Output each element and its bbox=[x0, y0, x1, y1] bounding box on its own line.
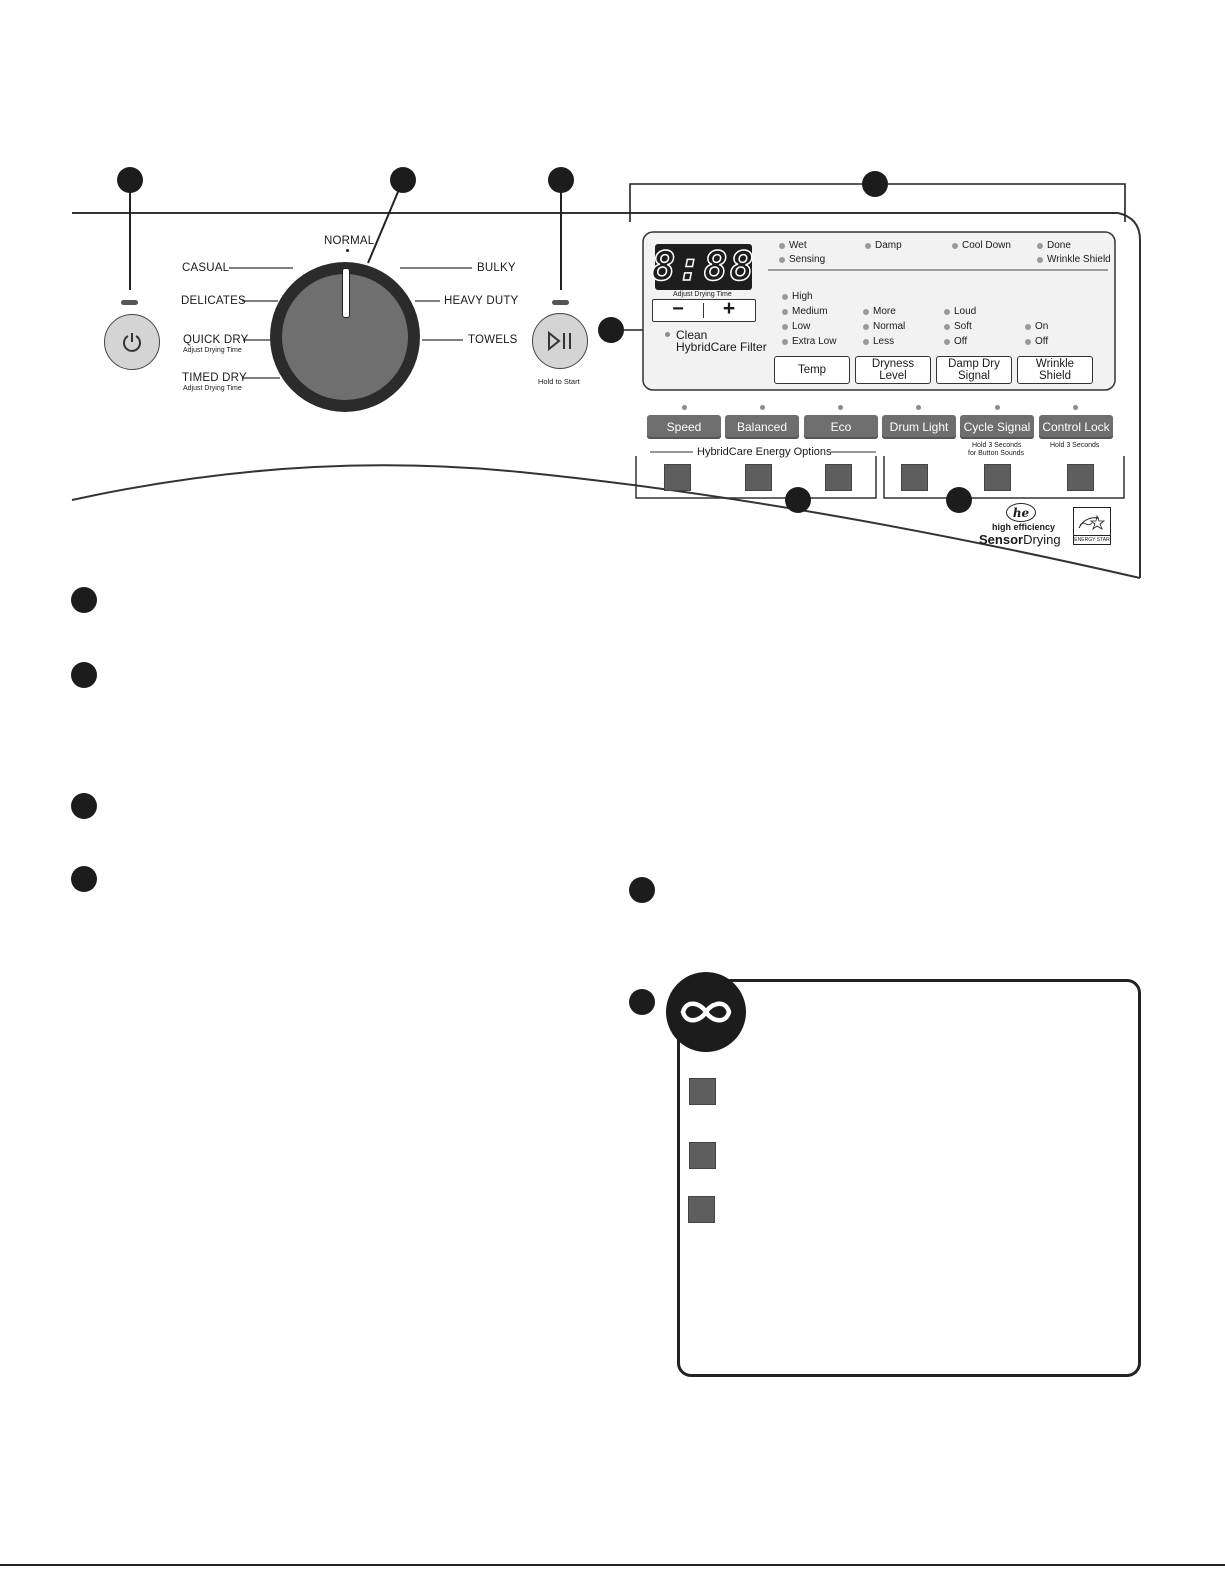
high-efficiency-label: high efficiency bbox=[992, 522, 1056, 532]
dial-label-casual: CASUAL bbox=[182, 262, 230, 274]
cycle-signal-note-1: Hold 3 Seconds bbox=[972, 442, 1022, 449]
dial-label-towels: TOWELS bbox=[468, 334, 518, 346]
legend-callout-6 bbox=[629, 989, 655, 1015]
legend-callout-2 bbox=[71, 662, 97, 688]
adjust-drying-time-label: Adjust Drying Time bbox=[673, 291, 732, 298]
control-lock-key-marker bbox=[1067, 464, 1094, 491]
normal-marker-dot bbox=[346, 249, 349, 252]
status-done: Done bbox=[1047, 240, 1071, 251]
wrinkle-on: On bbox=[1035, 321, 1049, 332]
damp-signal-off: Off bbox=[954, 336, 968, 347]
temp-low: Low bbox=[792, 321, 811, 332]
cycle-signal-button[interactable]: Cycle Signal bbox=[960, 415, 1034, 439]
callout-3-start bbox=[548, 167, 574, 193]
clean-filter-light bbox=[665, 332, 670, 337]
eco-key-marker bbox=[825, 464, 852, 491]
hybridcare-loop-icon bbox=[680, 995, 732, 1023]
dial-label-bulky: BULKY bbox=[477, 262, 516, 274]
dial-label-normal: NORMAL bbox=[324, 235, 375, 247]
cycle-dial[interactable] bbox=[270, 262, 420, 412]
callout-5-clean-filter bbox=[598, 317, 624, 343]
dryness-normal: Normal bbox=[873, 321, 906, 332]
callout-2-cycle-dial bbox=[390, 167, 416, 193]
callout-7-extras bbox=[946, 487, 972, 513]
status-wet: Wet bbox=[789, 240, 807, 251]
temp-button[interactable]: Temp bbox=[774, 356, 850, 384]
dial-label-delicates: DELICATES bbox=[181, 295, 246, 307]
dial-label-heavy-duty: HEAVY DUTY bbox=[444, 295, 519, 307]
damp-signal-loud: Loud bbox=[954, 306, 977, 317]
temp-medium: Medium bbox=[792, 306, 828, 317]
wrinkle-off: Off bbox=[1035, 336, 1049, 347]
dial-label-timed-dry: TIMED DRY bbox=[182, 372, 247, 384]
play-pause-icon bbox=[548, 331, 571, 351]
dryness-less: Less bbox=[873, 336, 895, 347]
hold-to-start-label: Hold to Start bbox=[538, 377, 580, 386]
hybridcare-marker-eco bbox=[688, 1196, 715, 1223]
balanced-button[interactable]: Balanced bbox=[725, 415, 799, 439]
start-pause-button[interactable] bbox=[532, 313, 588, 369]
legend-callout-3 bbox=[71, 793, 97, 819]
speed-button[interactable]: Speed bbox=[647, 415, 721, 439]
power-icon bbox=[123, 333, 141, 352]
power-button[interactable] bbox=[104, 314, 160, 370]
callout-4-display bbox=[862, 171, 888, 197]
dial-sub-quick-dry: Adjust Drying Time bbox=[183, 347, 242, 354]
control-lock-note: Hold 3 Seconds bbox=[1050, 442, 1100, 449]
status-cool-down: Cool Down bbox=[962, 240, 1011, 251]
hybridcare-marker-speed bbox=[689, 1078, 716, 1105]
he-logo: he bbox=[1006, 503, 1036, 522]
status-sensing: Sensing bbox=[789, 254, 826, 265]
dial-label-quick-dry: QUICK DRY bbox=[183, 334, 249, 346]
time-plus-button[interactable]: + bbox=[722, 297, 736, 320]
power-indicator bbox=[121, 300, 138, 305]
time-adjust-control: − + bbox=[652, 297, 756, 322]
damp-signal-soft: Soft bbox=[954, 321, 972, 332]
legend-callout-5 bbox=[629, 877, 655, 903]
energy-options-group-label: HybridCare Energy Options bbox=[697, 446, 832, 458]
time-display: 8:88 bbox=[651, 244, 754, 290]
control-lock-button[interactable]: Control Lock bbox=[1039, 415, 1113, 439]
energy-star-logo: ENERGY STAR bbox=[1073, 507, 1111, 545]
drum-light-key-marker bbox=[901, 464, 928, 491]
hybridcare-badge bbox=[666, 972, 746, 1052]
legend-callout-4 bbox=[71, 866, 97, 892]
time-minus-button[interactable]: − bbox=[672, 298, 684, 320]
status-damp: Damp bbox=[875, 240, 902, 251]
energy-star-text: ENERGY STAR bbox=[1074, 537, 1110, 543]
cycle-signal-key-marker bbox=[984, 464, 1011, 491]
cycle-signal-note-2: for Button Sounds bbox=[968, 450, 1025, 457]
page-bottom-rule bbox=[0, 1564, 1225, 1566]
balanced-key-marker bbox=[745, 464, 772, 491]
energy-star-icon bbox=[1078, 514, 1106, 531]
clean-filter-label-2: HybridCare Filter bbox=[676, 340, 767, 354]
dial-sub-timed-dry: Adjust Drying Time bbox=[183, 385, 242, 392]
panel-line-art bbox=[71, 179, 1141, 579]
eco-button[interactable]: Eco bbox=[804, 415, 878, 439]
drum-light-button[interactable]: Drum Light bbox=[882, 415, 956, 439]
legend-callout-1 bbox=[71, 587, 97, 613]
temp-high: High bbox=[792, 291, 813, 302]
hybridcare-marker-balanced bbox=[689, 1142, 716, 1169]
callout-1-power bbox=[117, 167, 143, 193]
status-wrinkle-shield: Wrinkle Shield bbox=[1047, 254, 1111, 265]
clean-filter-label-1: Clean bbox=[676, 328, 708, 342]
dryness-more: More bbox=[873, 306, 896, 317]
temp-extra-low: Extra Low bbox=[792, 336, 837, 347]
time-display-digits: 8:88 bbox=[651, 244, 756, 290]
start-indicator bbox=[552, 300, 569, 305]
hybridcare-info-box bbox=[677, 979, 1141, 1377]
sensor-drying-logo: SensorDrying bbox=[979, 532, 1061, 547]
callout-6-energy-options bbox=[785, 487, 811, 513]
speed-key-marker bbox=[664, 464, 691, 491]
cycle-dial-pointer bbox=[342, 268, 350, 318]
